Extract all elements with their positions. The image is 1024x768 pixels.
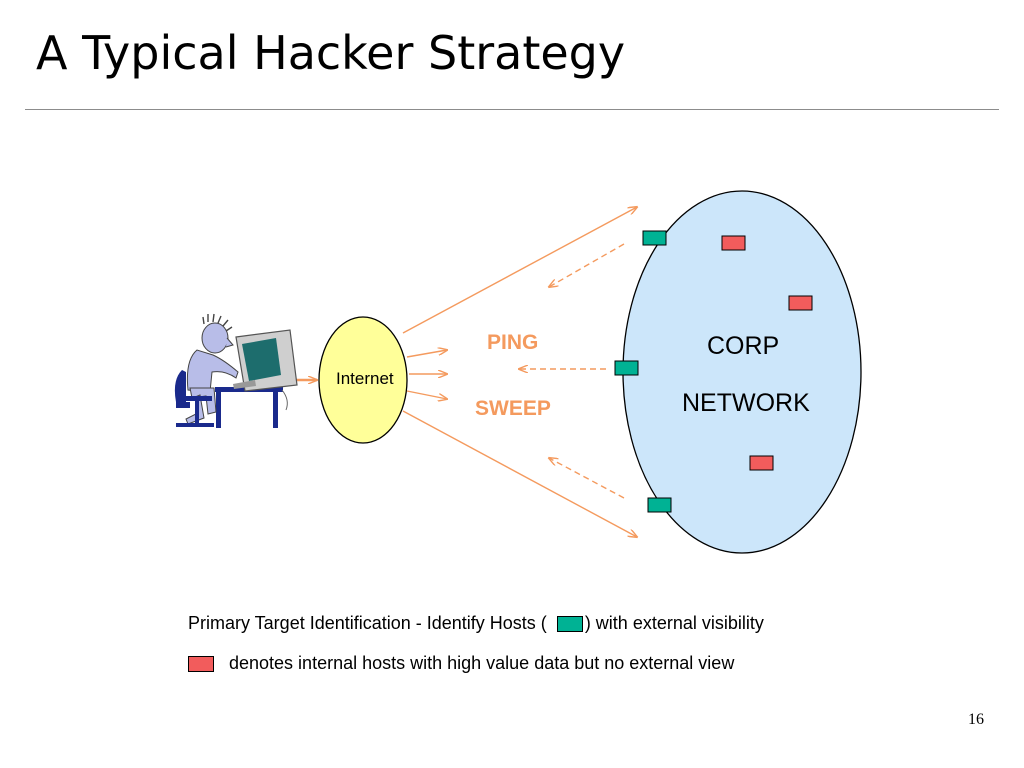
internal-host-icon (721, 235, 746, 251)
external-host-icon (614, 360, 639, 376)
sweep-label: SWEEP (475, 397, 551, 420)
legend-text-after: ) with external visibility (584, 613, 764, 633)
legend-text-before: Primary Target Identification - Identify… (188, 613, 547, 633)
hacker-at-computer-icon (174, 313, 298, 428)
ping-label: PING (487, 331, 539, 354)
external-host-icon (642, 230, 667, 246)
legend-external-hosts: Primary Target Identification - Identify… (188, 613, 764, 634)
internet-label: Internet (336, 369, 394, 388)
corp-network-label-line2: NETWORK (682, 389, 810, 417)
response-arrows (519, 243, 625, 499)
legend-internal-hosts: denotes internal hosts with high value d… (188, 653, 734, 674)
slide-title: A Typical Hacker Strategy (36, 26, 626, 80)
title-divider (25, 109, 999, 110)
corp-network-label-line1: CORP (707, 332, 780, 360)
internal-host-icon (788, 295, 813, 311)
internet-cloud (318, 316, 408, 444)
external-host-icon (647, 497, 672, 513)
external-host-swatch-icon (556, 615, 583, 632)
internal-host-swatch-icon (188, 655, 214, 672)
page-number: 16 (968, 711, 984, 728)
internal-host-icon (749, 455, 774, 471)
ping-sweep-arrows (402, 207, 637, 537)
legend-internal-text: denotes internal hosts with high value d… (229, 653, 735, 673)
